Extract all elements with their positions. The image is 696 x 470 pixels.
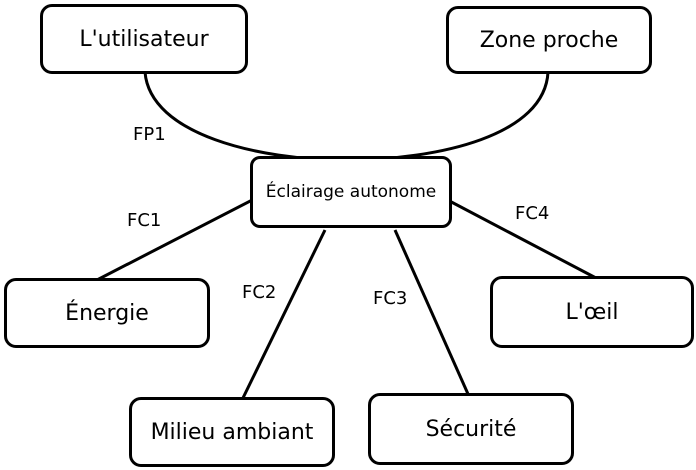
link-fc1	[94, 195, 259, 283]
node-zone-proche: Zone proche	[446, 6, 652, 74]
label-fp1: FP1	[133, 124, 166, 145]
label-fc3: FC3	[373, 288, 408, 309]
node-energie: Énergie	[4, 278, 210, 348]
node-securite: Sécurité	[368, 393, 574, 465]
label-fc2: FC2	[242, 282, 277, 303]
link-fp1-curve	[143, 71, 550, 162]
node-eclairage-autonome: Éclairage autonome	[250, 156, 452, 228]
link-fc3	[393, 229, 470, 395]
node-milieu-ambiant: Milieu ambiant	[129, 397, 335, 467]
label-fc4: FC4	[515, 203, 550, 224]
link-fc4	[439, 194, 597, 280]
label-fc1: FC1	[127, 210, 162, 231]
node-oeil: L'œil	[490, 276, 694, 348]
node-utilisateur: L'utilisateur	[40, 4, 248, 74]
link-fc2	[240, 229, 327, 401]
